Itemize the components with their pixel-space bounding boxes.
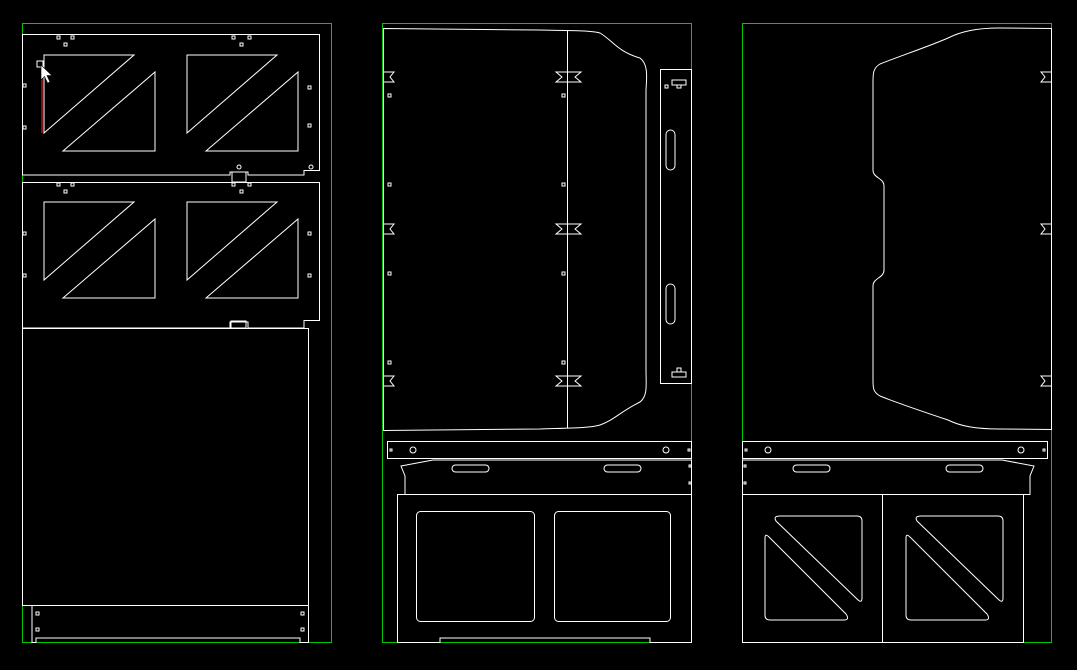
slot-bracket[interactable]	[400, 459, 692, 495]
arrow-pointer-icon	[40, 64, 53, 84]
sheet-2[interactable]	[382, 23, 692, 643]
window-panel[interactable]	[397, 494, 692, 643]
sheet-3[interactable]	[742, 23, 1052, 643]
slotted-bar[interactable]	[660, 69, 692, 384]
rail-bar[interactable]	[387, 441, 692, 459]
base-strip[interactable]	[22, 605, 309, 643]
sheet-3-border	[742, 23, 1052, 643]
rail-bar[interactable]	[742, 441, 1048, 459]
grip-handle-icon[interactable]	[36, 60, 44, 68]
sheet-1[interactable]	[22, 23, 332, 643]
diagonal-cutout-panel[interactable]	[742, 494, 1024, 643]
solid-panel[interactable]	[22, 328, 309, 606]
frame-panel-middle[interactable]	[22, 182, 320, 329]
slot-bracket[interactable]	[742, 459, 1035, 495]
sheet-1-border	[22, 23, 332, 643]
side-panel-left-curved[interactable]	[383, 27, 648, 432]
side-panel-right-curved[interactable]	[872, 27, 1052, 431]
sheet-2-border	[382, 23, 692, 643]
frame-panel-top[interactable]	[22, 34, 320, 183]
